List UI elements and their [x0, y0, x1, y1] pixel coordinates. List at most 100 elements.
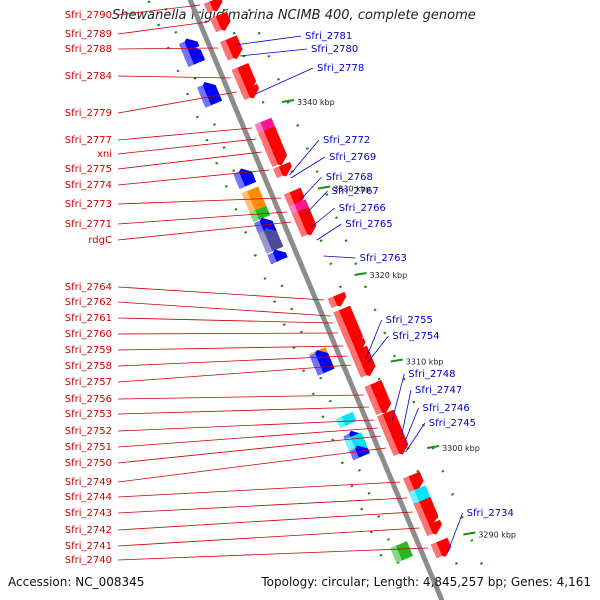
reverse-gene-sfri-2781-label: Sfri_2781	[305, 31, 352, 42]
reverse-gene-sfri-2766-label: Sfri_2766	[339, 203, 386, 214]
forward-gene-sfri-2779-glyph	[240, 83, 260, 101]
scale-tick-3310-label: 3310 kbp	[406, 358, 444, 367]
forward-gene-sfri-2788-glyph-highlight	[220, 39, 234, 61]
forward-gene-sfri-2764-leader	[117, 286, 325, 301]
reverse-gene-sfri-2768-glyph-highlight	[241, 191, 256, 214]
reverse-gene-sfri-2780-glyph-highlight	[182, 49, 195, 67]
forward-gene-sfri-2758-leader	[117, 355, 348, 367]
forward-gene-sfri-2771-label: Sfri_2771	[65, 219, 112, 230]
forward-gene-sfri-2742-leader	[117, 511, 413, 531]
forward-gene-sfri-2771-leader	[117, 211, 288, 225]
forward-gene-sfri-2764-glyph	[327, 291, 347, 309]
forward-gene-sfri-2779-label: Sfri_2779	[65, 108, 112, 119]
reverse-gene-sfri-2734-glyph	[390, 541, 414, 563]
forward-gene-sfri-2775-glyph	[262, 136, 288, 168]
reverse-gene-sfri-2780-glyph	[182, 46, 206, 67]
reverse-gene-sfri-2780-leader	[239, 48, 308, 57]
forward-gene-sfri-2788-label: Sfri_2788	[65, 44, 112, 55]
forward-gene-sfri-2749-glyph-highlight	[389, 444, 400, 457]
forward-gene-sfri-2756-leader	[117, 394, 364, 400]
forward-gene-sfri-2744-glyph	[403, 471, 424, 493]
reverse-gene-sfri-2755-label: Sfri_2755	[386, 315, 433, 326]
scale-tick-3320-mark	[354, 272, 367, 276]
forward-gene-sfri-2750-label: Sfri_2750	[65, 458, 112, 469]
forward-gene-sfri-2759-label: Sfri_2759	[65, 345, 112, 356]
forward-gene-sfri-2757-label: Sfri_2757	[65, 377, 112, 388]
reverse-gene-sfri-2747-label: Sfri_2747	[415, 385, 462, 396]
forward-gene-sfri-2761-label: Sfri_2761	[65, 313, 112, 324]
reverse-gene-sfri-2769-glyph-highlight	[233, 171, 246, 189]
reverse-gene-sfri-2772-label: Sfri_2772	[323, 135, 370, 146]
forward-gene-sfri-2774-glyph-highlight	[273, 166, 283, 179]
forward-gene-sfri-2742-label: Sfri_2742	[65, 525, 112, 536]
reverse-gene-sfri-2778-glyph	[197, 82, 223, 108]
reverse-gene-sfri-2767-label: Sfri_2767	[332, 186, 379, 197]
forward-gene-sfri-2749-label: Sfri_2749	[65, 477, 112, 488]
label-leader-lines	[117, 4, 463, 561]
map-title: Shewanella frigidimarina NCIMB 400, comp…	[112, 8, 476, 23]
forward-gene-sfri-2751-leader	[117, 427, 378, 448]
reverse-gene-sfri-2748-glyph	[336, 411, 357, 429]
forward-gene-sfri-2762-leader	[117, 301, 331, 317]
scale-tick-3300-label: 3300 kbp	[442, 444, 480, 453]
reverse-gene-sfri-2778-label: Sfri_2778	[317, 63, 364, 74]
scale-tick-3290-mark	[463, 531, 476, 536]
forward-gene-sfri-2753-glyph-highlight	[372, 403, 383, 416]
forward-gene-xni-leader	[117, 138, 257, 155]
forward-gene-sfri-2790-glyph	[204, 0, 223, 14]
forward-gene-sfri-2742-glyph	[413, 496, 439, 528]
reverse-gene-sfri-2745-glyph-highlight	[349, 448, 359, 461]
reverse-gene-sfri-2766-leader	[311, 207, 335, 228]
reverse-gene-sfri-2763-leader	[323, 255, 356, 259]
reverse-gene-sfri-2763-glyph	[267, 249, 288, 265]
reverse-gene-sfri-2768-glyph	[241, 186, 267, 214]
forward-gene-sfri-2774-label: Sfri_2774	[65, 180, 112, 191]
forward-gene-sfri-2744-label: Sfri_2744	[65, 492, 112, 503]
reverse-gene-sfri-2745-glyph	[349, 445, 370, 461]
reverse-gene-sfri-2763-glyph-highlight	[267, 252, 277, 265]
forward-gene-sfri-2761-leader	[117, 317, 334, 324]
forward-gene-sfri-2760-glyph-highlight	[338, 322, 354, 349]
reverse-gene-sfri-2734-label: Sfri_2734	[467, 508, 514, 519]
forward-gene-sfri-2749-leader	[117, 447, 387, 483]
forward-gene-sfri-2753-label: Sfri_2753	[65, 409, 112, 420]
forward-gene-sfri-2764-glyph-highlight	[327, 296, 338, 309]
forward-gene-sfri-2790-label: Sfri_2790	[65, 10, 112, 21]
forward-gene-rdgc-label: rdgC	[88, 235, 112, 246]
reverse-gene-sfri-2781-leader	[235, 35, 302, 46]
forward-gene-sfri-2784-glyph-highlight	[231, 67, 247, 94]
scale-tick-3340-label: 3340 kbp	[297, 98, 335, 107]
reverse-gene-sfri-2748-label: Sfri_2748	[408, 369, 455, 380]
reverse-gene-sfri-2747-leader	[400, 389, 412, 441]
reverse-gene-sfri-2767-glyph-highlight	[249, 210, 260, 223]
reverse-gene-sfri-2754-glyph-highlight	[309, 353, 324, 376]
forward-gene-sfri-2789-glyph	[210, 11, 231, 33]
gene-track-dots	[147, 0, 488, 576]
forward-gene-sfri-2752-leader	[117, 419, 375, 432]
forward-gene-sfri-2752-label: Sfri_2752	[65, 426, 112, 437]
reverse-gene-sfri-2781-glyph	[178, 38, 200, 54]
forward-gene-sfri-2741-glyph-highlight	[423, 524, 433, 537]
reverse-gene-sfri-2765-leader	[316, 223, 342, 241]
reverse-gene-sfri-2765-glyph-highlight	[258, 231, 273, 254]
forward-gene-sfri-2790-leader	[117, 4, 201, 16]
forward-gene-sfri-2740-leader	[117, 547, 429, 561]
reverse-gene-sfri-2769-glyph	[233, 168, 257, 189]
forward-gene-sfri-2759-leader	[117, 345, 344, 351]
forward-gene-sfri-2743-leader	[117, 497, 408, 514]
forward-gene-sfri-2756-glyph	[364, 379, 390, 411]
forward-gene-sfri-2784-label: Sfri_2784	[65, 71, 112, 82]
forward-gene-sfri-2753-glyph	[372, 398, 392, 416]
reverse-gene-sfri-2772-leader	[289, 139, 320, 176]
reverse-gene-sfri-2780-label: Sfri_2780	[311, 44, 358, 55]
forward-gene-sfri-2743-label: Sfri_2743	[65, 508, 112, 519]
forward-gene-xni-label: xni	[97, 149, 112, 160]
forward-gene-sfri-2750-glyph-highlight	[381, 425, 398, 452]
reverse-gene-sfri-2769-leader	[290, 156, 326, 179]
forward-gene-sfri-2756-glyph-highlight	[364, 384, 380, 411]
forward-gene-sfri-2788-glyph	[220, 35, 243, 61]
gene-labels: Sfri_2790Sfri_2789Sfri_2788Sfri_2784Sfri…	[65, 10, 514, 566]
scale-tick-3310-mark	[390, 358, 403, 363]
reverse-gene-sfri-2734-leader	[447, 512, 463, 553]
